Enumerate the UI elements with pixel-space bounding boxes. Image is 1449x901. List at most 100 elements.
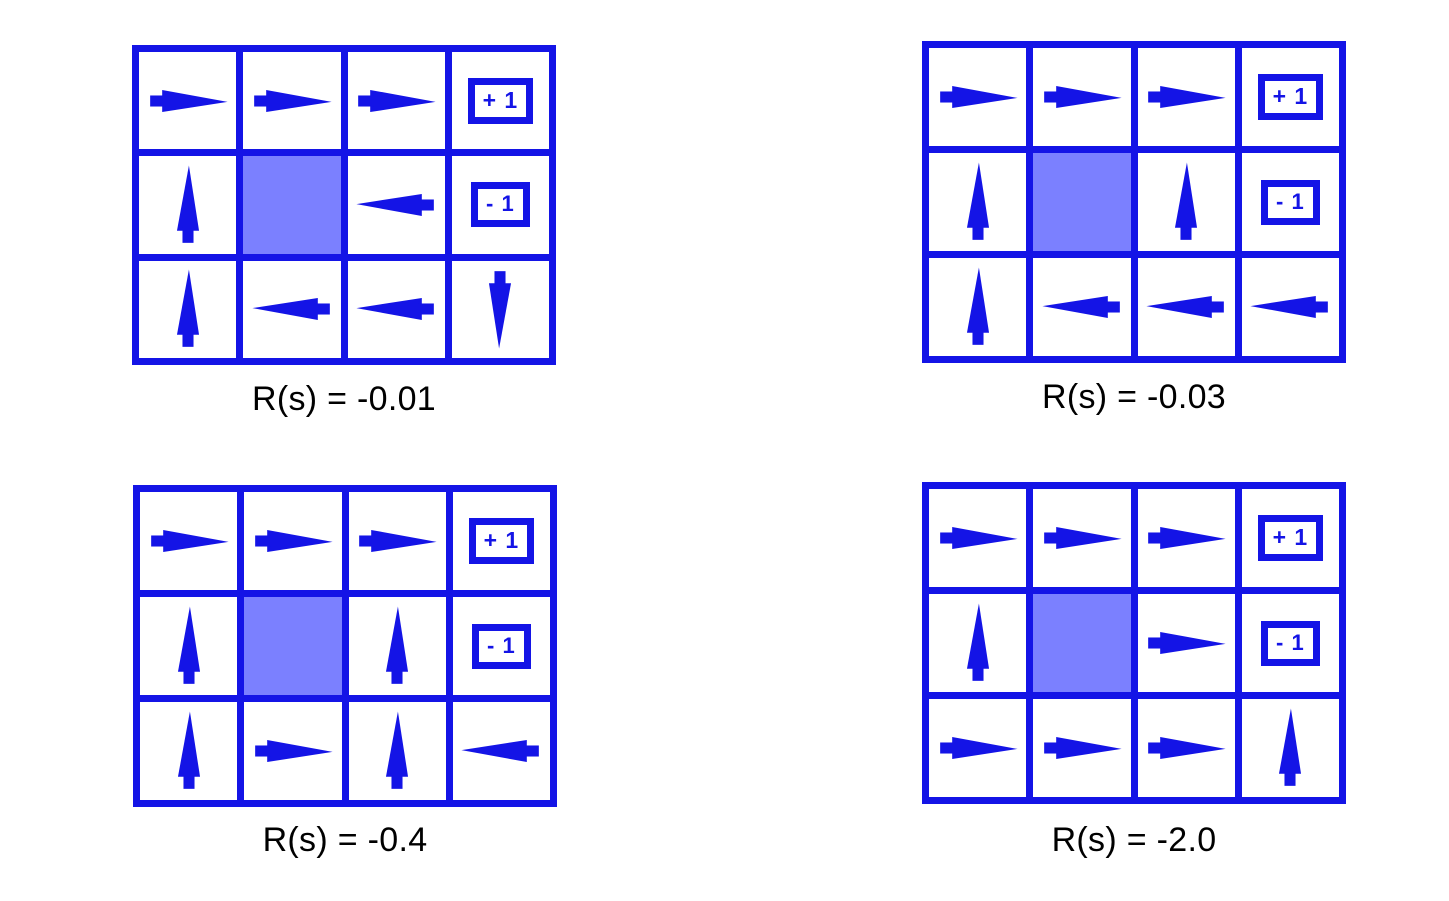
policy-panel: + 1 - 1 R(s) = -0.01 [132,45,556,418]
grid-cell-policy-right [348,492,446,590]
grid-cell-policy-right [1137,489,1235,587]
gridworld: + 1 - 1 [132,45,556,365]
negative-reward-label: - 1 [471,182,530,228]
grid-cell-policy-right [1137,594,1235,692]
grid-cell-policy-left [1033,258,1131,356]
arrow-left-icon [1143,284,1229,330]
grid-cell-policy-right [1033,489,1131,587]
arrow-up-icon [374,708,420,794]
arrow-left-icon [1039,284,1125,330]
arrow-up-icon [166,708,212,794]
arrow-up-icon [955,264,1001,350]
arrow-right-icon [250,728,336,774]
grid-cell-policy-right [139,52,237,150]
grid-cell-policy-up [348,597,446,695]
policy-panel: + 1 - 1 R(s) = -2.0 [922,482,1346,859]
arrow-right-icon [1039,725,1125,771]
grid-cell-terminal-positive: + 1 [1241,489,1339,587]
grid-cell-policy-right [1033,48,1131,146]
arrow-right-icon [1143,515,1229,561]
grid-cell-policy-right [244,702,342,800]
gridworld: + 1 - 1 [133,485,557,807]
arrow-right-icon [1143,620,1229,666]
arrow-up-icon [165,162,211,248]
grid-cell-terminal-negative: - 1 [1241,153,1339,251]
arrow-up-icon [955,159,1001,245]
grid-cell-policy-left [1241,258,1339,356]
positive-reward-label: + 1 [468,518,535,564]
grid-cell-policy-right [929,699,1027,797]
panel-caption: R(s) = -0.01 [251,380,437,418]
grid-cell-terminal-negative: - 1 [452,597,550,695]
grid-cell-policy-up [1137,153,1235,251]
arrow-left-icon [1247,284,1333,330]
arrow-left-icon [353,182,439,228]
grid-cell-policy-right [1033,699,1131,797]
arrow-left-icon [458,728,544,774]
policy-panel: + 1 - 1 R(s) = -0.4 [133,485,557,859]
panel-caption: R(s) = -2.0 [1051,821,1217,859]
grid-cell-policy-down [451,260,549,358]
negative-reward-label: - 1 [472,623,531,669]
arrow-right-icon [935,725,1021,771]
arrow-right-icon [1039,74,1125,120]
grid-cell-blocked [1033,594,1131,692]
panel-caption: R(s) = -0.03 [1041,378,1227,416]
arrow-right-icon [1143,74,1229,120]
arrow-right-icon [354,518,440,564]
panel-caption: R(s) = -0.4 [262,821,428,859]
grid-cell-policy-up [929,594,1027,692]
grid-cell-blocked [243,156,341,254]
arrow-right-icon [353,78,439,124]
arrow-up-icon [1267,705,1313,791]
arrow-right-icon [145,78,231,124]
arrow-right-icon [249,78,335,124]
policy-panel: + 1 - 1 R(s) = -0.03 [922,41,1346,416]
grid-cell-policy-up [140,702,238,800]
arrow-up-icon [374,603,420,689]
negative-reward-label: - 1 [1261,620,1320,666]
grid-cell-policy-right [1137,48,1235,146]
grid-cell-policy-left [347,156,445,254]
grid-cell-policy-right [1137,699,1235,797]
grid-cell-policy-right [140,492,238,590]
grid-cell-blocked [1033,153,1131,251]
arrow-right-icon [1143,725,1229,771]
grid-cell-policy-right [929,489,1027,587]
arrow-down-icon [477,266,523,352]
arrow-right-icon [146,518,232,564]
arrow-left-icon [353,286,439,332]
grid-cell-policy-left [243,260,341,358]
arrow-left-icon [249,286,335,332]
positive-reward-label: + 1 [1257,515,1324,561]
arrow-up-icon [955,600,1001,686]
arrow-right-icon [250,518,336,564]
grid-cell-policy-up [929,153,1027,251]
grid-cell-policy-up [139,156,237,254]
grid-cell-policy-up [929,258,1027,356]
grid-cell-policy-right [244,492,342,590]
grid-cell-policy-right [929,48,1027,146]
positive-reward-label: + 1 [467,77,534,124]
negative-reward-label: - 1 [1261,179,1320,225]
grid-cell-terminal-negative: - 1 [1241,594,1339,692]
gridworld: + 1 - 1 [922,41,1346,363]
arrow-right-icon [935,515,1021,561]
grid-cell-terminal-positive: + 1 [451,52,549,150]
grid-cell-policy-up [1241,699,1339,797]
grid-cell-policy-left [1137,258,1235,356]
gridworld: + 1 - 1 [922,482,1346,804]
grid-cell-terminal-positive: + 1 [1241,48,1339,146]
grid-cell-blocked [244,597,342,695]
arrow-right-icon [1039,515,1125,561]
grid-cell-terminal-positive: + 1 [452,492,550,590]
arrow-up-icon [1163,159,1209,245]
grid-cell-terminal-negative: - 1 [451,156,549,254]
grid-cell-policy-left [452,702,550,800]
grid-cell-policy-up [139,260,237,358]
grid-cell-policy-right [347,52,445,150]
arrow-up-icon [166,603,212,689]
positive-reward-label: + 1 [1257,74,1324,120]
grid-cell-policy-left [347,260,445,358]
